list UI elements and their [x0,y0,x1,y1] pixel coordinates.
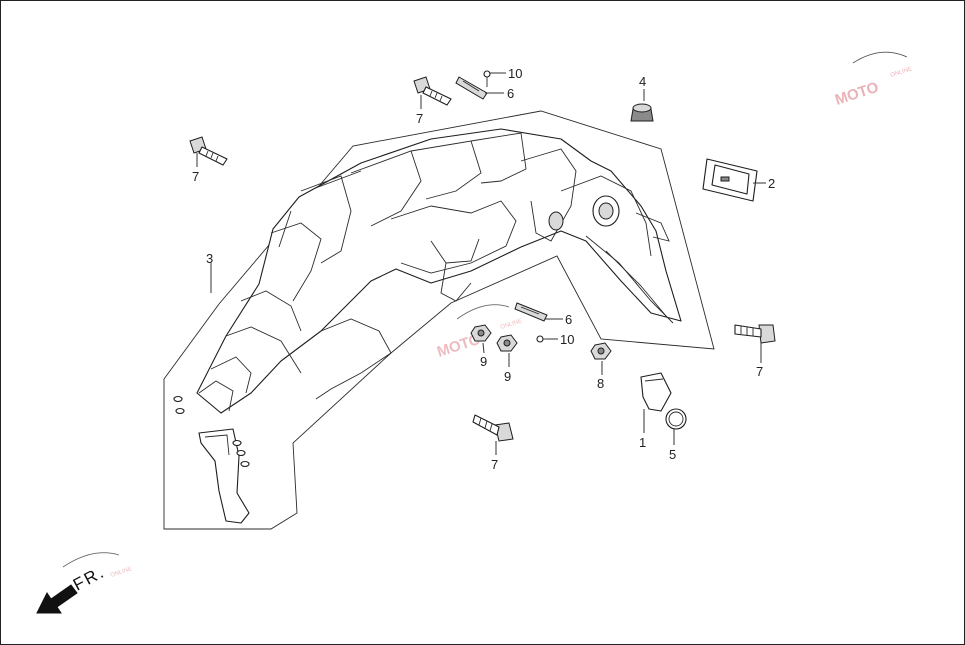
callout-labels: 3 7 7 10 6 4 2 6 10 9 9 8 1 5 7 7 [192,66,775,472]
callout-7: 7 [491,457,498,472]
bolt-bottom-center [472,414,514,442]
front-label: FR. [70,562,108,594]
callout-6: 6 [507,86,514,101]
nut-8 [590,342,612,360]
callout-10: 10 [560,332,574,347]
rear-fender [196,128,682,414]
clip-top [455,76,488,100]
watermark-tag: ONLINE [110,566,133,579]
callout-9: 9 [504,369,511,384]
callout-7: 7 [756,364,763,379]
callout-6: 6 [565,312,572,327]
watermark-tag: ONLINE [890,66,913,79]
washer-group [173,395,250,468]
reflector-frame [702,158,758,202]
rubber-grommet [630,103,654,122]
callout-7: 7 [192,169,199,184]
nut-left [470,324,492,342]
callout-4: 4 [639,74,646,89]
watermark-brand: MOTO [833,79,881,109]
callout-1: 1 [639,435,646,450]
clip-bracket [640,372,672,412]
callout-7: 7 [416,111,423,126]
callout-8: 8 [597,376,604,391]
watermark-tag: ONLINE [500,318,523,331]
watermark-top-right: MOTO ONLINE [833,51,913,109]
bolt-top-left [189,136,228,166]
front-direction-indicator: FR. [36,562,108,614]
bolt-right [734,324,776,344]
nut-right [496,334,518,352]
callout-9: 9 [480,354,487,369]
clip-middle [514,302,548,322]
screw-middle [536,335,553,343]
leader-lines [196,72,766,455]
callout-10: 10 [508,66,522,81]
front-arrow-icon [36,584,78,614]
bolt-top-center [413,76,452,106]
callout-3: 3 [206,251,213,266]
o-ring-inner [668,411,684,427]
screw-top [483,70,491,87]
callout-5: 5 [669,447,676,462]
callout-2: 2 [768,176,775,191]
assembly-outline [163,110,715,530]
